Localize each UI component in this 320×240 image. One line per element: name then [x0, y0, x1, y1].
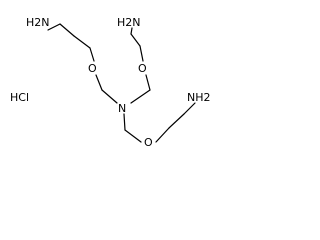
- bond-nh2b-c5: [130, 27, 133, 35]
- ether-o-label-bottom: O: [144, 136, 153, 149]
- amine-label-bottom-right: NH2: [187, 91, 211, 104]
- bond-c7-n: [130, 89, 151, 104]
- bond-c4-n: [101, 89, 118, 104]
- bond-c6-o2: [139, 45, 144, 62]
- ether-o-label-right: O: [138, 62, 147, 75]
- central-n-label: N: [118, 102, 126, 115]
- bond-c5-c6: [130, 33, 141, 47]
- bond-n-c8: [123, 113, 126, 131]
- bond-c2-c3: [73, 35, 91, 49]
- bond-c10-nh2c: [183, 102, 196, 115]
- bond-c8-o3: [124, 129, 142, 143]
- salt-label: HCl: [10, 91, 29, 104]
- chemical-structure: H2N H2N O O N O NH2 HCl: [10, 16, 211, 149]
- bond-c9-c10: [168, 113, 185, 129]
- amine-label-top-left: H2N: [26, 16, 50, 29]
- amine-label-top-mid: H2N: [117, 16, 141, 29]
- bond-c3-o1: [89, 47, 95, 62]
- bond-o2-c7: [145, 74, 151, 91]
- bond-o1-c4: [95, 74, 103, 91]
- ether-o-label-left: O: [88, 62, 97, 75]
- bond-nh2a-c1: [47, 23, 61, 31]
- bond-c1-c2: [59, 23, 75, 37]
- bond-o3-c9: [155, 127, 170, 143]
